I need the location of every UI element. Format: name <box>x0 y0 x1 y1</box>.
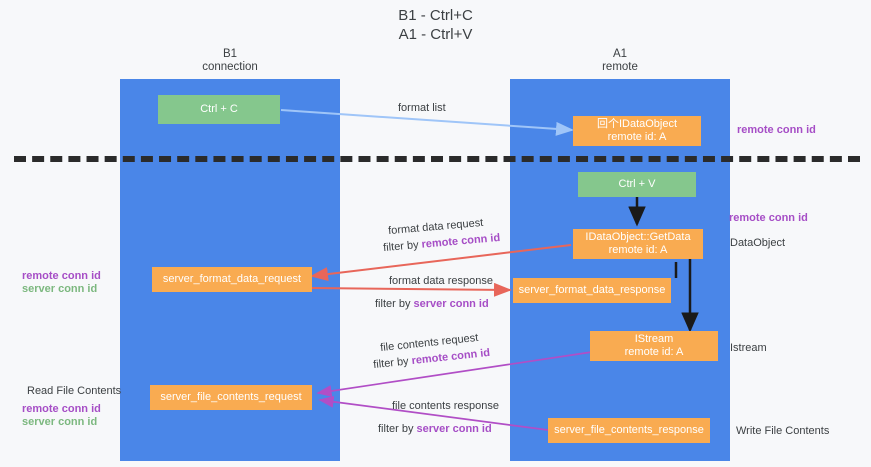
dashed-divider <box>14 156 860 162</box>
edge-label-file-contents-response-filter: filter by server conn id <box>378 422 492 436</box>
box-getdata-remote-id: remote id: A <box>608 244 668 256</box>
annotation-read-file-contents: Read File Contents <box>27 385 122 397</box>
filter-key-server-conn-id-1: server conn id <box>413 298 489 310</box>
box-ctrl-c-label: Ctrl + C <box>200 103 238 115</box>
edge-label-format-data-response-filter: filter by server conn id <box>375 297 489 311</box>
box-server-format-data-response[interactable]: server_format_data_response <box>513 278 671 303</box>
box-getdata-label: IDataObject::GetData <box>585 231 691 243</box>
box-ctrl-v[interactable]: Ctrl + V <box>578 172 696 197</box>
annotation-left-server-conn-id: server conn id <box>22 283 98 295</box>
filter-prefix-2: filter by <box>375 298 414 310</box>
edge-label-format-list: format list <box>398 102 446 114</box>
box-idataobject[interactable]: 回个IDataObject remote id: A <box>573 116 701 146</box>
filter-key-remote-conn-id-1: remote conn id <box>421 231 501 251</box>
lane-header-b1-sub: connection <box>202 61 258 73</box>
annotation-istream: Istream <box>730 342 767 354</box>
box-idataobject-remote-id: remote id: A <box>607 131 667 143</box>
lane-header-a1-sub: remote <box>602 61 638 73</box>
annotation-remote-conn-id-top: remote conn id <box>737 124 816 136</box>
annotation-dataobject: DataObject <box>730 237 786 249</box>
box-server-file-contents-response[interactable]: server_file_contents_response <box>548 418 710 443</box>
box-server-format-data-request-label: server_format_data_request <box>162 273 302 285</box>
lane-header-b1-name: B1 <box>222 48 238 60</box>
page-title: B1 - Ctrl+C A1 - Ctrl+V <box>0 6 871 44</box>
box-server-file-contents-request-label: server_file_contents_request <box>160 391 302 403</box>
arrow-format-data-response <box>311 282 512 297</box>
box-istream[interactable]: IStream remote id: A <box>590 331 718 361</box>
filter-prefix-3: filter by <box>372 355 413 372</box>
annotation-remote-conn-id-mid: remote conn id <box>729 212 808 224</box>
lane-header-a1: A1 remote <box>510 48 730 74</box>
annotation-write-file-contents: Write File Contents <box>736 425 830 437</box>
box-server-format-data-response-label: server_format_data_response <box>518 284 666 296</box>
box-ctrl-c[interactable]: Ctrl + C <box>158 95 280 124</box>
filter-prefix-4: filter by <box>378 423 417 435</box>
box-idataobject-label: 回个IDataObject <box>596 118 678 130</box>
filter-prefix-1: filter by <box>382 238 423 255</box>
edge-label-file-contents-response: file contents response <box>392 400 500 412</box>
filter-key-server-conn-id-2: server conn id <box>416 423 492 435</box>
box-istream-label: IStream <box>634 333 674 345</box>
lane-header-b1: B1 connection <box>120 48 340 74</box>
box-idataobject-getdata[interactable]: IDataObject::GetData remote id: A <box>573 229 703 259</box>
title-line-1: B1 - Ctrl+C <box>398 7 473 24</box>
title-line-2: A1 - Ctrl+V <box>398 26 473 43</box>
annotation-left-remote-conn-id: remote conn id <box>22 270 101 282</box>
box-server-file-contents-request[interactable]: server_file_contents_request <box>150 385 312 410</box>
box-ctrl-v-label: Ctrl + V <box>618 178 656 190</box>
annotation-left-server-conn-id-2: server conn id <box>22 416 98 428</box>
box-server-file-contents-response-label: server_file_contents_response <box>554 424 704 436</box>
edge-label-format-data-response: format data response <box>389 275 493 287</box>
annotation-left-remote-conn-id-2: remote conn id <box>22 403 101 415</box>
box-server-format-data-request[interactable]: server_format_data_request <box>152 267 312 292</box>
lane-header-a1-name: A1 <box>612 48 628 60</box>
box-istream-remote-id: remote id: A <box>624 346 684 358</box>
